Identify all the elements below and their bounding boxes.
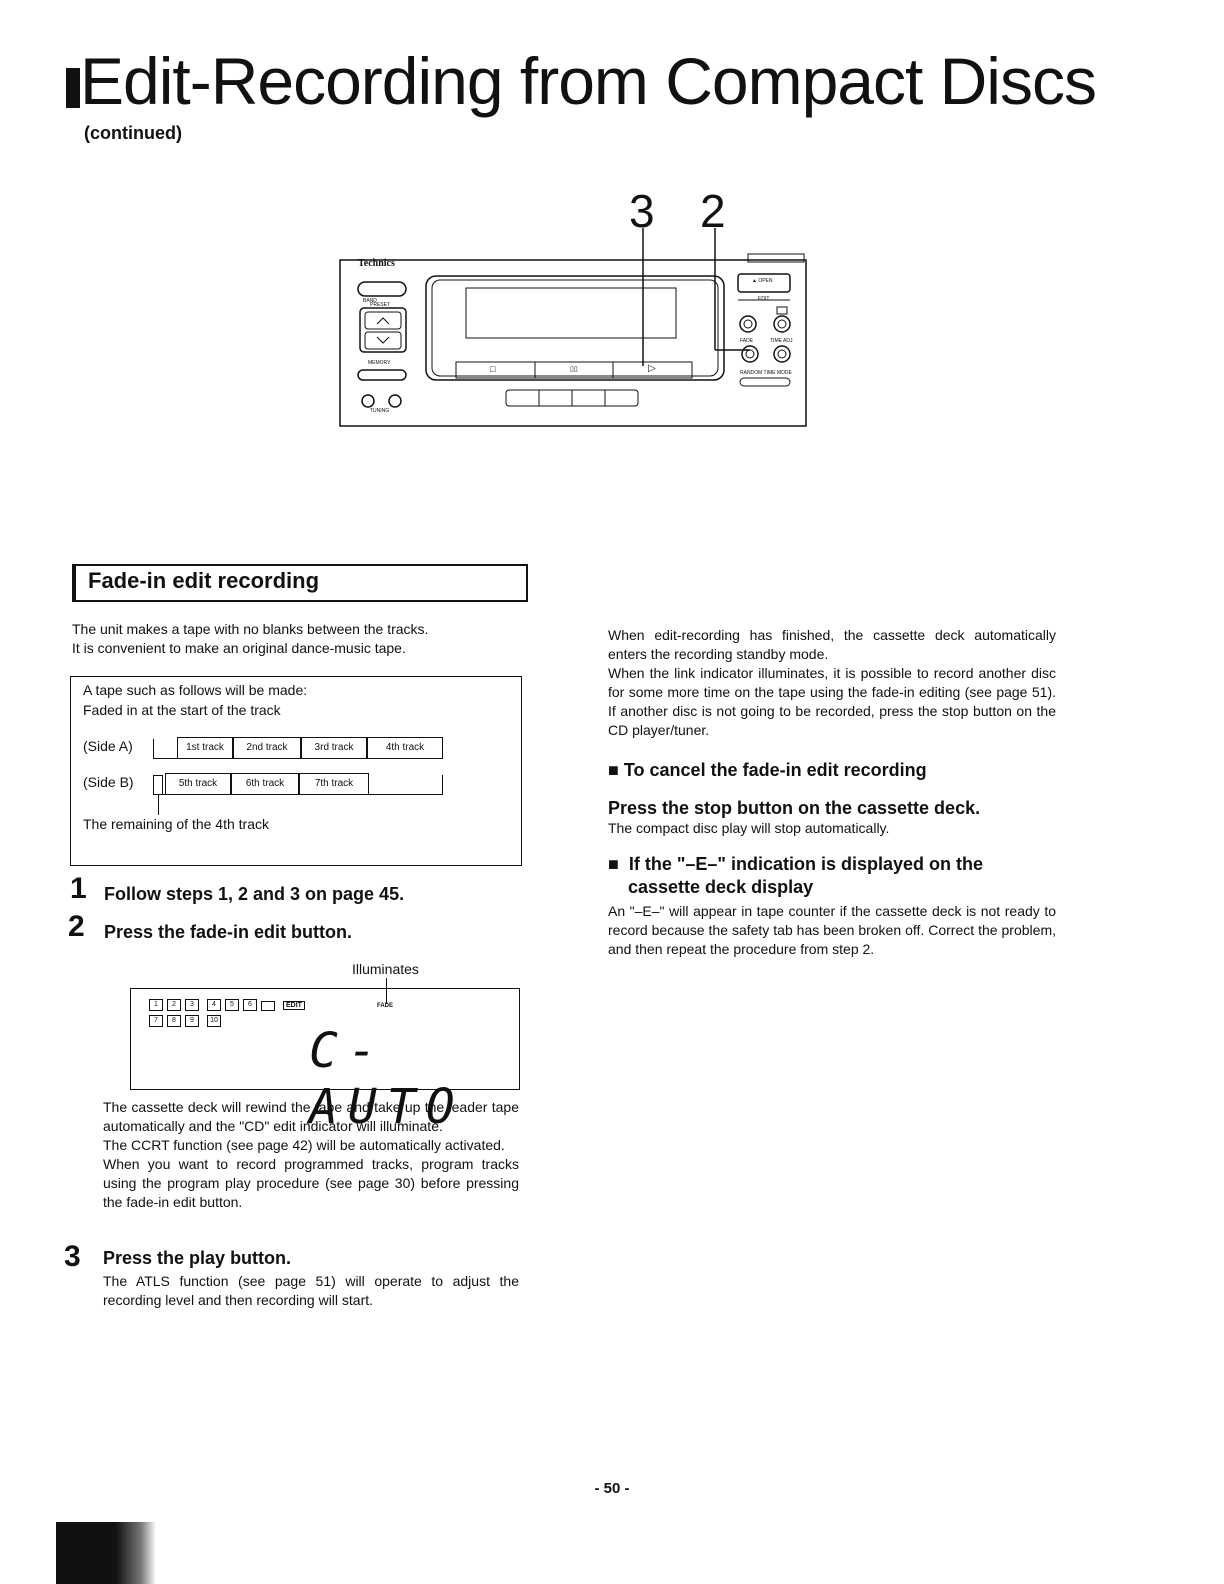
intro-line-2: It is convenient to make an original dan… xyxy=(72,640,406,656)
title-marker xyxy=(66,68,80,108)
cancel-subheading: Press the stop button on the cassette de… xyxy=(608,798,981,818)
step-1-heading: Follow steps 1, 2 and 3 on page 45. xyxy=(104,884,405,904)
section-heading: Fade-in edit recording xyxy=(88,568,320,593)
step-1-number: 1 xyxy=(70,872,87,905)
pause-button-glyph: ▯▯ xyxy=(570,366,578,373)
brand-logo: Technics xyxy=(358,258,395,269)
e-indication-heading-2: cassette deck display xyxy=(628,877,814,897)
deck-display: 1 2 3 4 5 6 7 8 9 10 EDIT FADE C-AUTO xyxy=(130,988,520,1135)
random-label: RANDOM TIME MODE xyxy=(740,370,792,376)
illuminates-pointer xyxy=(386,978,387,1004)
indicator-7: 7 xyxy=(149,1015,163,1027)
side-a-label: (Side A) xyxy=(83,738,133,754)
band-label: BAND xyxy=(363,298,377,304)
step-3-heading: Press the play button. xyxy=(103,1248,292,1268)
step-2-text: The cassette deck will rewind the tape a… xyxy=(103,1098,519,1212)
intro-line-1: The unit makes a tape with no blanks bet… xyxy=(72,621,429,637)
side-b-label: (Side B) xyxy=(83,774,134,790)
stop-button-glyph: □ xyxy=(490,364,496,374)
indicator-6: 6 xyxy=(243,999,257,1011)
edit-label: EDIT xyxy=(758,296,770,302)
indicator-8: 8 xyxy=(167,1015,181,1027)
track-2: 2nd track xyxy=(233,737,301,759)
cancel-text: The compact disc play will stop automati… xyxy=(608,820,890,836)
scan-artifact xyxy=(56,1522,156,1584)
e-indication-heading: ■ If the "–E–" indication is displayed o… xyxy=(608,854,984,874)
indicator-3: 3 xyxy=(185,999,199,1011)
indicator-2: 2 xyxy=(167,999,181,1011)
preset-label: PRESET xyxy=(370,302,391,308)
time-adj-label: TIME ADJ xyxy=(770,338,793,344)
side-b-remaining-block xyxy=(153,775,163,795)
side-b-end xyxy=(442,775,443,795)
cassette-indicator-icon xyxy=(261,1001,275,1011)
play-button-glyph: ▷ xyxy=(648,363,656,374)
right-para-2: When the link indicator illuminates, it … xyxy=(608,665,1056,738)
step-2-para-3: When you want to record programmed track… xyxy=(103,1156,519,1210)
page-title: Edit-Recording from Compact Discs xyxy=(80,44,1097,118)
page-subtitle: (continued) xyxy=(84,123,182,143)
step-3-number: 3 xyxy=(64,1240,81,1273)
section-heading-box: Fade-in edit recording xyxy=(72,564,528,602)
page-number: - 50 - xyxy=(594,1480,630,1497)
fade-label: FADE xyxy=(740,338,754,344)
step-2-number: 2 xyxy=(68,910,85,943)
track-4: 4th track xyxy=(367,737,443,759)
open-label: ▲ OPEN xyxy=(752,278,773,284)
track-6: 6th track xyxy=(231,773,299,795)
tuning-label: TUNING xyxy=(370,408,390,414)
step-3-text: The ATLS function (see page 51) will ope… xyxy=(103,1273,519,1308)
track-7: 7th track xyxy=(299,773,369,795)
step-2-para-2: The CCRT function (see page 42) will be … xyxy=(103,1137,505,1153)
indicator-1: 1 xyxy=(149,999,163,1011)
callout-2: 2 xyxy=(700,185,726,237)
tape-example-box: A tape such as follows will be made: Fad… xyxy=(70,676,522,866)
remaining-label: The remaining of the 4th track xyxy=(83,816,269,832)
right-para-1: When edit-recording has finished, the ca… xyxy=(608,627,1056,662)
e-indication-text: An "–E–" will appear in tape counter if … xyxy=(608,903,1056,957)
display-readout: C-AUTO xyxy=(309,1023,465,1135)
step-2-para-1: The cassette deck will rewind the tape a… xyxy=(103,1099,519,1134)
side-a-start xyxy=(153,739,154,759)
cassette-deck-illustration xyxy=(339,228,807,427)
indicator-10: 10 xyxy=(207,1015,221,1027)
remaining-pointer xyxy=(158,795,159,815)
track-5: 5th track xyxy=(165,773,231,795)
fade-indicator: FADE xyxy=(377,1003,394,1009)
track-1: 1st track xyxy=(177,737,233,759)
illuminates-label: Illuminates xyxy=(352,961,419,977)
cancel-heading: ■ To cancel the fade-in edit recording xyxy=(608,760,927,780)
track-3: 3rd track xyxy=(301,737,367,759)
indicator-5: 5 xyxy=(225,999,239,1011)
example-line-2: Faded in at the start of the track xyxy=(83,702,281,718)
intro-text: The unit makes a tape with no blanks bet… xyxy=(72,620,522,658)
indicator-9: 9 xyxy=(185,1015,199,1027)
callout-3: 3 xyxy=(629,185,655,237)
indicator-4: 4 xyxy=(207,999,221,1011)
example-line-1: A tape such as follows will be made: xyxy=(83,682,308,698)
step-2-heading: Press the fade-in edit button. xyxy=(104,922,353,942)
edit-indicator: EDIT xyxy=(283,1001,305,1010)
memory-label: MEMORY xyxy=(368,360,391,366)
